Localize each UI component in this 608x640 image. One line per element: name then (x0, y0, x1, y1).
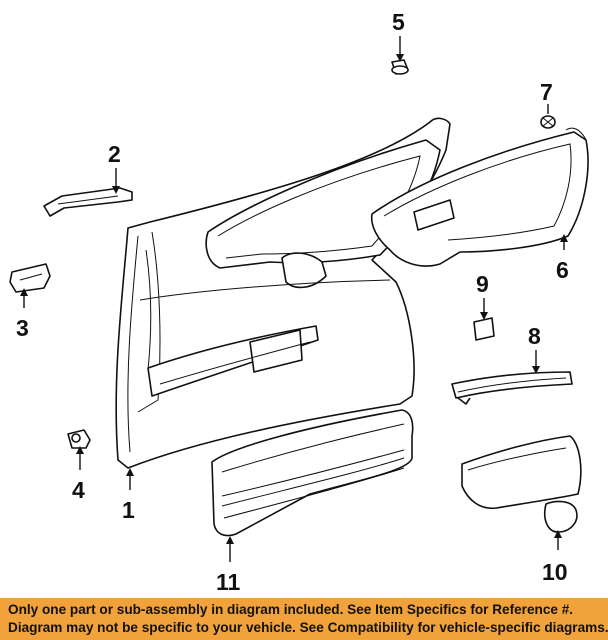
push-fastener (391, 59, 409, 75)
inside-door-handle (9, 263, 51, 293)
handle-bracket (43, 187, 133, 217)
parts-diagram: 1 2 3 4 5 6 7 8 9 10 11 (9, 9, 589, 595)
callout-6: 6 (556, 257, 569, 283)
callout-3: 3 (16, 315, 29, 341)
upper-door-trim (370, 127, 589, 267)
callout-7: 7 (540, 79, 553, 105)
callout-8: 8 (528, 323, 541, 349)
callout-9: 9 (476, 271, 489, 297)
armrest (461, 435, 582, 533)
leader-lines (20, 36, 568, 562)
map-pocket (211, 409, 414, 537)
callout-10: 10 (542, 559, 568, 585)
disclaimer-banner: Only one part or sub-assembly in diagram… (0, 598, 608, 640)
callout-1: 1 (122, 497, 135, 523)
screw (540, 115, 556, 129)
disclaimer-line-1: Only one part or sub-assembly in diagram… (8, 602, 574, 617)
disclaimer-line-2: Diagram may not be specific to your vehi… (8, 620, 608, 635)
trim-cap (473, 317, 495, 341)
armrest-handle (451, 371, 573, 405)
callout-5: 5 (392, 9, 405, 35)
door-trim-panel (115, 117, 451, 469)
callout-11: 11 (216, 569, 241, 595)
retainer-clip (67, 429, 91, 449)
callout-2: 2 (108, 141, 121, 167)
callout-4: 4 (72, 477, 85, 503)
